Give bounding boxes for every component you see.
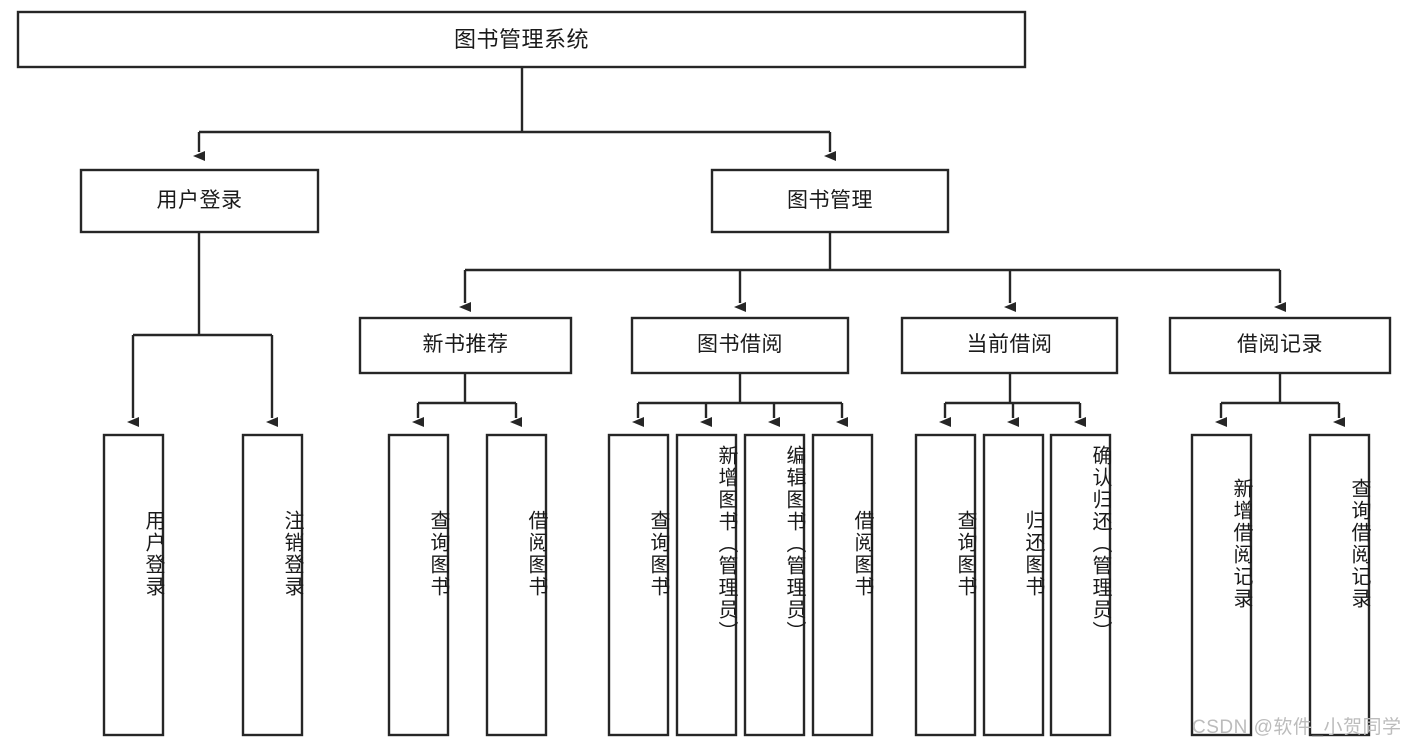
leaf-box-newbook-2[interactable] <box>485 433 548 737</box>
node-borrow-record-box[interactable] <box>1168 316 1392 375</box>
leaf-box-currentborrow-1[interactable] <box>914 433 977 737</box>
node-book-manage-box[interactable] <box>710 168 950 234</box>
leaf-box-borrowrecord-1[interactable] <box>1190 433 1253 737</box>
leaf-box-bookborrow-2[interactable] <box>675 433 738 737</box>
leaf-box-borrowrecord-2[interactable] <box>1308 433 1371 737</box>
node-new-book-box[interactable] <box>358 316 573 375</box>
node-current-borrow-box[interactable] <box>900 316 1119 375</box>
leaf-box-currentborrow-3[interactable] <box>1049 433 1112 737</box>
leaf-box-user-login-1[interactable] <box>102 433 165 737</box>
leaf-box-bookborrow-3[interactable] <box>743 433 806 737</box>
leaf-box-bookborrow-4[interactable] <box>811 433 874 737</box>
leaf-box-user-login-2[interactable] <box>241 433 304 737</box>
leaf-box-currentborrow-2[interactable] <box>982 433 1045 737</box>
node-root-box[interactable] <box>16 10 1027 69</box>
leaf-box-newbook-1[interactable] <box>387 433 450 737</box>
node-user-login-box[interactable] <box>79 168 320 234</box>
node-book-borrow-box[interactable] <box>630 316 850 375</box>
leaf-box-bookborrow-1[interactable] <box>607 433 670 737</box>
